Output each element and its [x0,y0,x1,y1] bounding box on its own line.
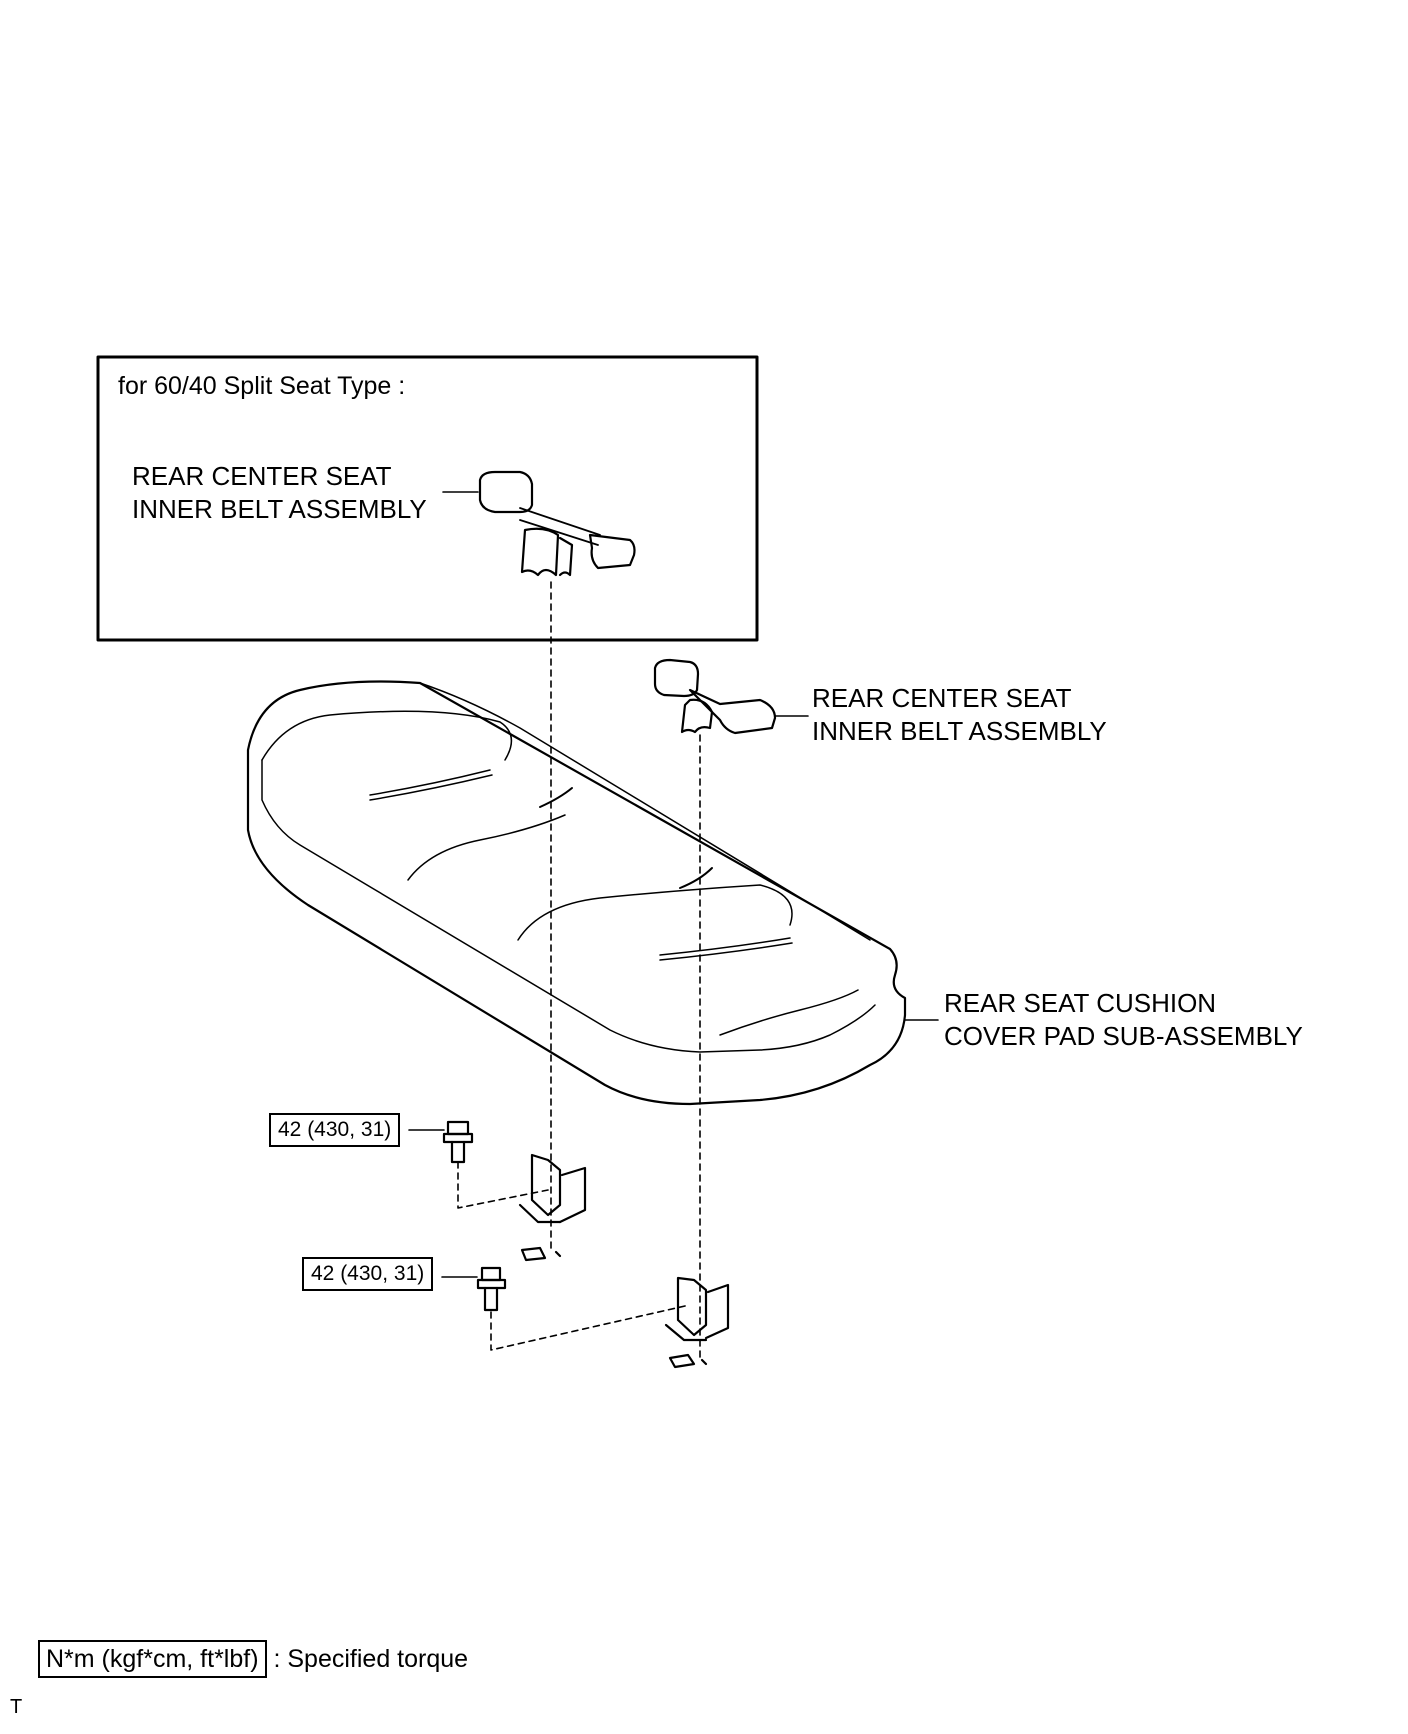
belt-label-line-1: REAR CENTER SEAT [812,683,1072,713]
inset-belt-assembly [478,470,636,577]
seat-cushion-outline [246,680,907,1106]
inset-title: for 60/40 Split Seat Type : [118,372,406,400]
torque-legend: N*m (kgf*cm, ft*lbf) : Specified torque [38,1640,468,1678]
assembly-lines [457,581,701,1361]
torque-legend-description: : Specified torque [273,1645,469,1673]
cushion-label-line-2: COVER PAD SUB-ASSEMBLY [944,1021,1303,1051]
bolt-icon [442,1120,474,1164]
torque-spec-box: 42 (430, 31) [302,1257,434,1291]
bracket-icon [518,1153,587,1262]
inset-frame [96,355,759,642]
torque-unit-box: N*m (kgf*cm, ft*lbf) [38,1640,267,1678]
inset-belt-label-line-2: INNER BELT ASSEMBLY [132,494,427,524]
belt-label-line-2: INNER BELT ASSEMBLY [812,716,1107,746]
cushion-label: REAR SEAT CUSHION COVER PAD SUB-ASSEMBLY [944,987,1303,1053]
bolt-icon [476,1266,507,1312]
torque-spec-box: 42 (430, 31) [269,1113,401,1147]
corner-mark: T [10,1696,23,1718]
bracket-icon [664,1276,730,1369]
belt-assembly [653,658,777,735]
inset-belt-label: REAR CENTER SEAT INNER BELT ASSEMBLY [132,460,427,526]
inset-belt-label-line-1: REAR CENTER SEAT [132,461,392,491]
belt-label: REAR CENTER SEAT INNER BELT ASSEMBLY [812,682,1107,748]
cushion-label-line-1: REAR SEAT CUSHION [944,988,1217,1018]
